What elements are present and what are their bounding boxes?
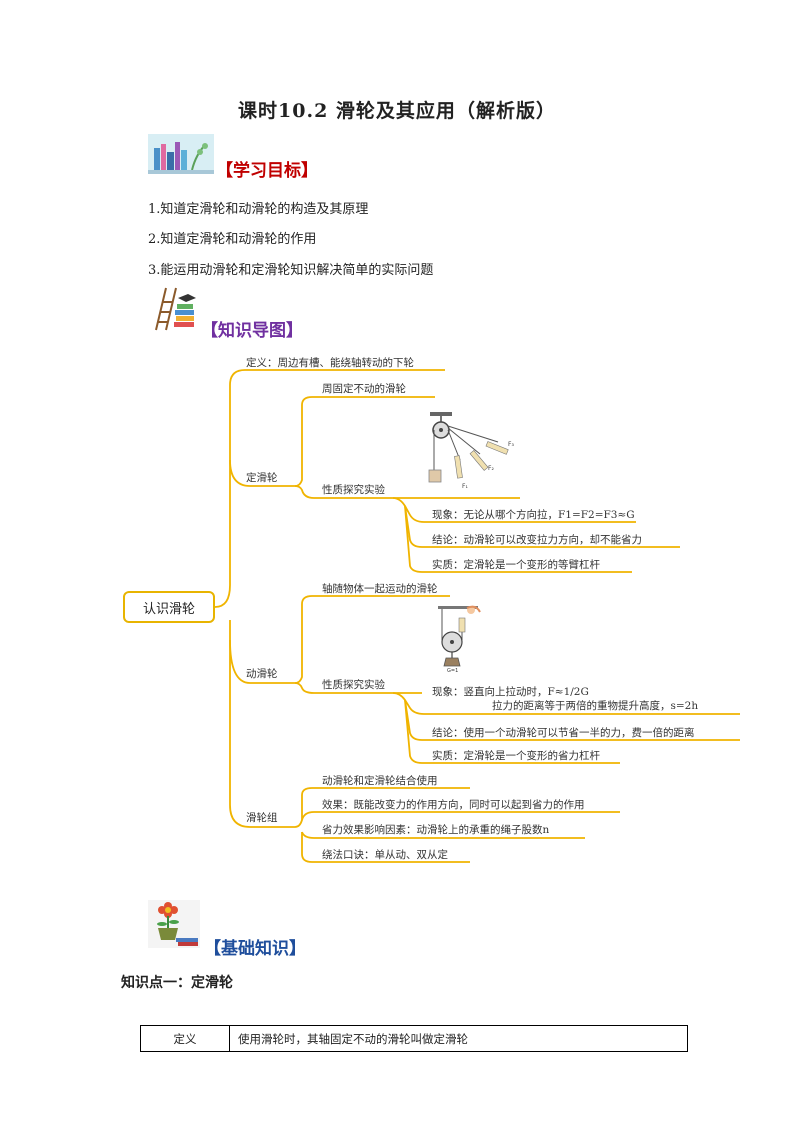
books-icon: [148, 134, 214, 174]
label-f3: F₃: [508, 441, 514, 448]
definition-table: 定义 使用滑轮时，其轴固定不动的滑轮叫做定滑轮: [140, 1025, 688, 1052]
ladder-books-icon: [150, 284, 198, 332]
mindmap-heading: 【知识导图】: [201, 321, 303, 341]
block-item-2: 效果：既能改变力的作用方向，同时可以起到省力的作用: [322, 799, 585, 811]
fixed-phenomenon: 现象：无论从哪个方向拉，F1=F2=F3≈G: [432, 509, 635, 521]
fixed-pulley-figure: F₁ F₂ F₃: [428, 412, 520, 494]
block-item-1: 动滑轮和定滑轮结合使用: [322, 775, 438, 787]
page-title: 课时10.2 滑轮及其应用（解析版）: [238, 100, 556, 122]
block-item-4: 绕法口诀：单从动、双从定: [322, 849, 448, 861]
movable-desc: 轴随物体一起运动的滑轮: [322, 583, 438, 595]
movable-essence: 实质：定滑轮是一个变形的省力杠杆: [432, 750, 600, 762]
fixed-desc: 周固定不动的滑轮: [322, 383, 406, 395]
movable-phenomenon-2: 拉力的距离等于两倍的重物提升高度，s=2h: [492, 700, 699, 712]
definition-content: 使用滑轮时，其轴固定不动的滑轮叫做定滑轮: [229, 1025, 688, 1052]
fixed-experiment: 性质探究实验: [322, 484, 385, 496]
branch-movable-label: 动滑轮: [246, 668, 278, 680]
basics-heading: 【基础知识】: [204, 939, 306, 959]
knowledge-point-title: 知识点一：定滑轮: [121, 975, 233, 991]
table-row: 定义 使用滑轮时，其轴固定不动的滑轮叫做定滑轮: [140, 1025, 688, 1052]
label-f1: F₁: [462, 483, 468, 490]
movable-pulley-figure: G=1: [436, 604, 486, 674]
goal-item-3: 3.能运用动滑轮和定滑轮知识解决简单的实际问题: [148, 263, 434, 278]
fixed-conclusion: 结论：动滑轮可以改变拉力方向，却不能省力: [432, 534, 642, 546]
movable-experiment: 性质探究实验: [322, 679, 385, 691]
mindmap-root: 认识滑轮: [123, 591, 215, 623]
goal-item-1: 1.知道定滑轮和动滑轮的构造及其原理: [148, 202, 369, 217]
block-item-3: 省力效果影响因素：动滑轮上的承重的绳子股数n: [322, 824, 550, 836]
mindmap-definition: 定义：周边有槽、能绕轴转动的下轮: [246, 357, 414, 369]
goals-heading: 【学习目标】: [216, 161, 318, 181]
definition-header: 定义: [140, 1025, 230, 1052]
fixed-essence: 实质：定滑轮是一个变形的等臂杠杆: [432, 559, 600, 571]
movable-phenomenon-1: 现象：竖直向上拉动时，F≈1/2G: [432, 686, 589, 698]
branch-fixed-label: 定滑轮: [246, 472, 278, 484]
label-g: G=1: [447, 668, 458, 674]
movable-conclusion: 结论：使用一个动滑轮可以节省一半的力，费一倍的距离: [432, 727, 695, 739]
branch-block-label: 滑轮组: [246, 812, 278, 824]
flowerpot-icon: [148, 900, 200, 948]
goal-item-2: 2.知道定滑轮和动滑轮的作用: [148, 232, 317, 247]
label-f2: F₂: [488, 465, 494, 472]
